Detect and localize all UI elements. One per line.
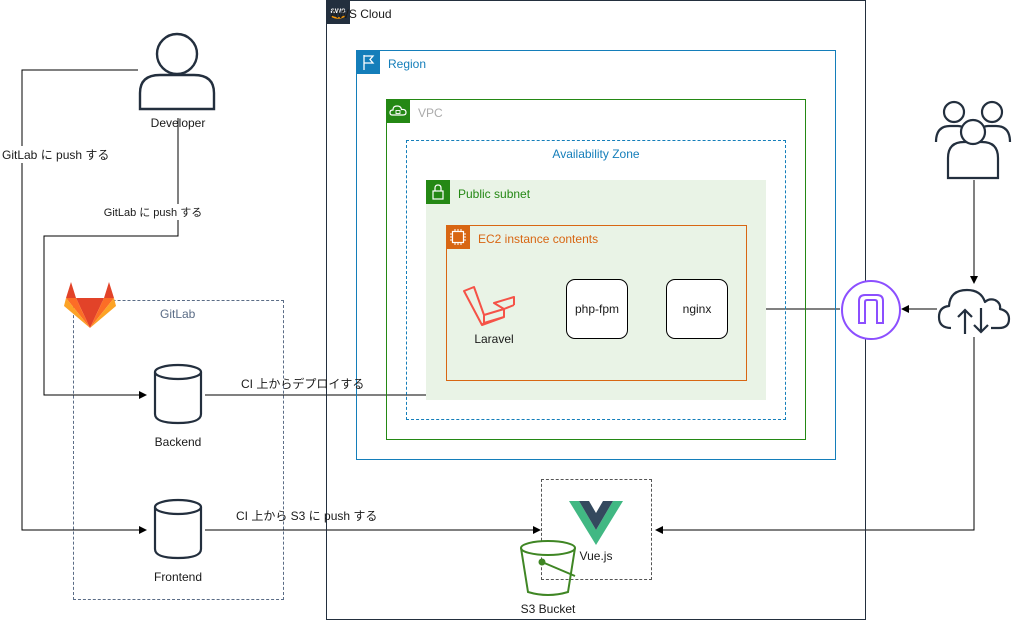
svg-text:aws: aws [330,6,346,15]
gitlab-label: GitLab [160,307,196,321]
developer-label: Developer [150,116,206,130]
php-fpm-node: php-fpm [566,279,628,339]
ec2-group [446,225,747,381]
user-icon [138,32,216,111]
vpc-group [386,99,806,440]
edge-developer-to-backend [43,118,179,399]
edge-label-deploy: CI 上からデプロイする [241,377,365,391]
nginx-node: nginx [666,279,728,339]
public-subnet-label: Public subnet [458,187,531,201]
region-group [356,50,836,460]
vuejs-icon [569,501,623,545]
database-icon [153,498,203,560]
aws-logo-icon: aws [326,0,350,24]
aws-cloud-label: AWS Cloud [330,7,392,21]
vuejs-label: Vue.js [579,549,613,563]
database-icon [153,363,203,425]
availability-zone-group [406,140,786,420]
s3-bucket-label: S3 Bucket [520,602,576,616]
laravel-icon [463,286,515,326]
laravel-label: Laravel [474,332,514,346]
gitlab-group [73,300,284,600]
backend-label: Backend [154,435,202,449]
subnet-lock-icon [426,180,450,204]
availability-zone-label: Availability Zone [552,147,640,161]
frontend-label: Frontend [153,570,203,584]
edge-label-push-mid: GitLab に push する [103,204,203,220]
region-label: Region [388,57,427,71]
edge-label-s3-push: CI 上から S3 に push する [236,509,378,523]
edge-developer-to-frontend [21,69,147,534]
gitlab-icon [64,282,116,328]
nginx-label: nginx [682,302,712,316]
internet-gateway-icon [841,280,901,340]
ec2-chip-icon [446,225,470,249]
s3-bucket-icon [520,540,576,596]
region-flag-icon [356,50,380,74]
vuejs-group [541,479,652,580]
vpc-label: VPC [418,106,443,120]
users-icon [934,100,1012,180]
vpc-cloud-icon [386,99,410,123]
cloud-upload-download-icon [937,288,1011,334]
ec2-label: EC2 instance contents [478,232,599,246]
php-fpm-label: php-fpm [574,302,620,316]
edge-cloud-to-s3 [655,337,975,534]
edge-label-push-left: GitLab に push する [2,146,110,163]
